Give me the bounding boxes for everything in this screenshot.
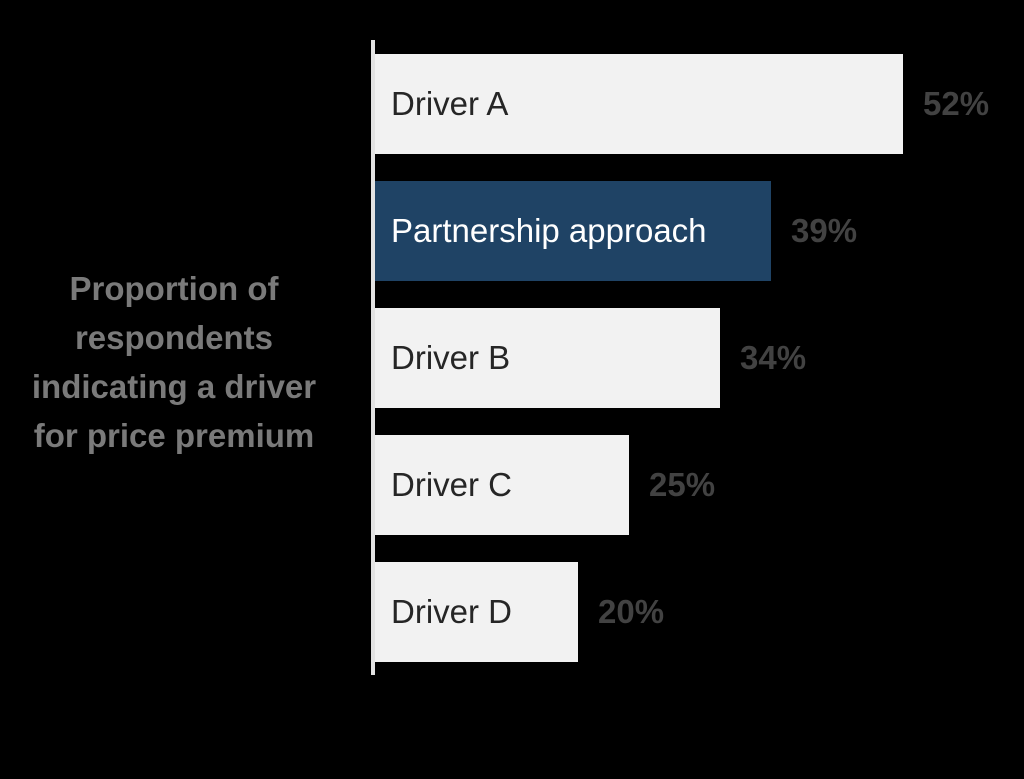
bar-category-label: Driver D: [391, 593, 512, 630]
bar: Driver B: [375, 308, 720, 408]
bar-category-label: Driver B: [391, 339, 511, 376]
bar-row: Driver D 20%: [375, 562, 1024, 662]
chart-title-line: indicating a driver: [31, 368, 317, 405]
bar-row: Driver B 34%: [375, 308, 1024, 408]
bar-row: Driver A 52%: [375, 54, 1024, 154]
category-axis-line: [371, 40, 375, 675]
chart-title-line: Proportion of: [69, 270, 279, 307]
bar: Partnership approach: [375, 181, 771, 281]
chart-title: Proportion of respondents indicating a d…: [8, 264, 340, 460]
bar-value-label: 52%: [923, 85, 990, 122]
bar: Driver D: [375, 562, 578, 662]
bar: Driver C: [375, 435, 629, 535]
bar-row: Driver C 25%: [375, 435, 1024, 535]
bar-category-label: Driver A: [391, 85, 509, 122]
bar-value-label: 20%: [598, 593, 665, 630]
bar-value-label: 34%: [740, 339, 807, 376]
bar-category-label: Partnership approach: [391, 212, 707, 249]
chart-title-line: respondents: [74, 319, 274, 356]
bar-value-label: 39%: [791, 212, 858, 249]
chart-title-line: for price premium: [33, 417, 315, 454]
bar-category-label: Driver C: [391, 466, 512, 503]
bar-row: Partnership approach 39%: [375, 181, 1024, 281]
bar: Driver A: [375, 54, 903, 154]
bar-value-label: 25%: [649, 466, 716, 503]
bars-container: Driver A 52% Partnership approach 39% Dr…: [375, 0, 1024, 779]
